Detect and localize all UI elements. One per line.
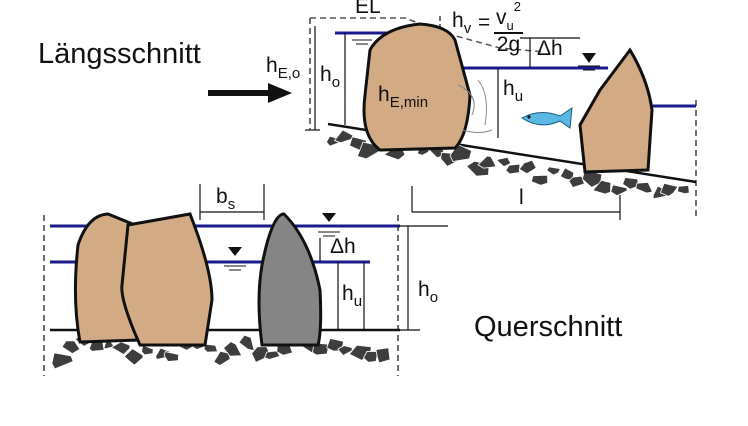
label-delta-h-top: Δh	[537, 37, 563, 60]
gravel-stone	[496, 156, 512, 168]
gravel-stone	[110, 341, 131, 355]
gravel-stone	[375, 347, 391, 364]
water-surface-marker-upstream	[352, 39, 372, 45]
gravel-stone	[546, 166, 562, 176]
label-ho-top: ho	[320, 63, 341, 91]
gravel-stone	[635, 181, 654, 194]
label-hu-bottom: hu	[342, 282, 363, 310]
gravel-stone	[581, 169, 603, 188]
water-surface-triangle-icon	[578, 53, 600, 71]
gravel-stone	[203, 343, 219, 353]
gravel-stone	[610, 184, 628, 197]
gravel-stone	[163, 351, 180, 362]
turbulence-lines	[457, 79, 493, 133]
gravel-stone	[123, 348, 144, 366]
label-he-min: hE,min	[378, 83, 429, 111]
gravel-stone	[677, 185, 690, 195]
gravel-stone	[333, 129, 354, 144]
gravel-stone	[659, 182, 679, 197]
gravel-stone	[141, 344, 154, 356]
label-el: EL	[355, 0, 381, 18]
cross-surface-triangle-upper	[318, 213, 340, 237]
gravel-stone	[51, 352, 74, 370]
gravel-stone	[477, 155, 497, 169]
gravel-stone	[568, 175, 585, 188]
gravel-stone	[337, 345, 353, 357]
energy-line	[310, 17, 546, 53]
label-eq: =	[478, 11, 491, 34]
gravel-stone	[530, 174, 548, 186]
label-he-o: hE,o	[266, 54, 301, 82]
cross-boulder-2	[120, 212, 214, 347]
gravel-stone	[61, 340, 81, 355]
gravel-stone	[238, 334, 255, 352]
label-hu-top: hu	[503, 77, 524, 105]
gravel-stone	[559, 167, 575, 181]
gravel-stone	[251, 346, 272, 363]
label-l: l	[519, 186, 524, 209]
gravel-stone	[518, 159, 537, 175]
label-delta-h-bottom: Δh	[330, 235, 356, 258]
boulder-downstream	[578, 47, 654, 174]
title-laengsschnitt: Längsschnitt	[38, 38, 201, 70]
flow-arrow-icon	[208, 83, 292, 103]
label-frac: vu2 2g	[494, 0, 523, 56]
label-bs: bs	[216, 185, 236, 213]
gravel-stone	[222, 341, 243, 357]
label-hv: hv	[452, 9, 472, 37]
label-ho-bottom: ho	[418, 278, 439, 306]
title-querschnitt: Querschnitt	[474, 311, 623, 343]
cross-surface-triangle-lower	[224, 247, 246, 271]
boulder-upstream	[362, 22, 472, 152]
cross-boulder-3	[257, 212, 323, 347]
gravel-stone	[592, 179, 612, 195]
fish-icon	[521, 106, 573, 129]
gravel-stone	[622, 177, 639, 190]
gravel-stone	[505, 163, 521, 175]
